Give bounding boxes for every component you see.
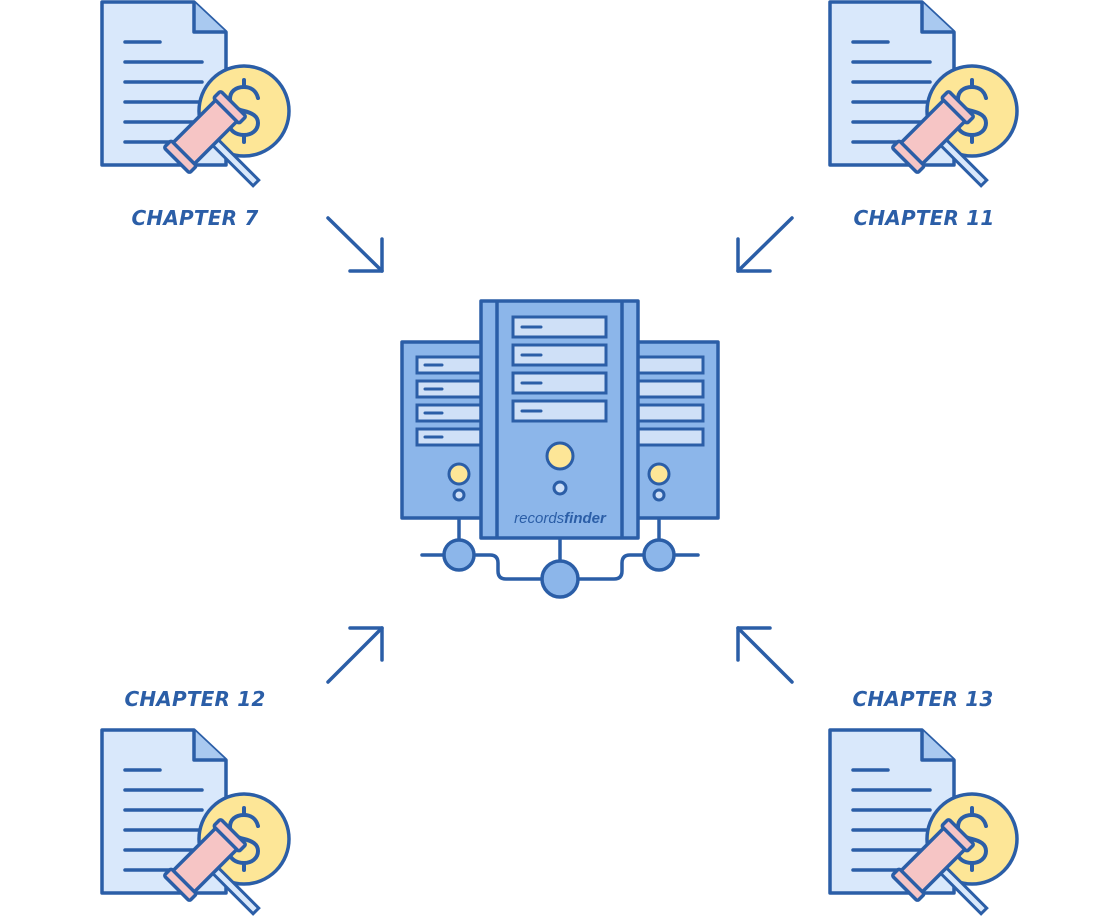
arrow-icon-top-right — [736, 216, 794, 273]
chapter-13-document-icon — [828, 728, 1019, 920]
arrow-icon-bottom-left — [326, 626, 384, 684]
chapter-11-label: CHAPTER 11 — [853, 206, 995, 230]
arrow-icon-bottom-right — [736, 626, 794, 684]
server-brand-logo: recordsfinder — [514, 510, 607, 527]
chapter-13-label: CHAPTER 13 — [852, 687, 994, 711]
arrow-icon-top-left — [326, 216, 384, 273]
server-icon: recordsfinder — [400, 299, 720, 599]
chapter-12-document-icon — [100, 728, 291, 920]
chapter-7-label: CHAPTER 7 — [131, 206, 259, 230]
chapter-12-label: CHAPTER 12 — [124, 687, 266, 711]
chapter-11-document-icon — [828, 0, 1019, 214]
chapter-7-document-icon — [100, 0, 291, 214]
